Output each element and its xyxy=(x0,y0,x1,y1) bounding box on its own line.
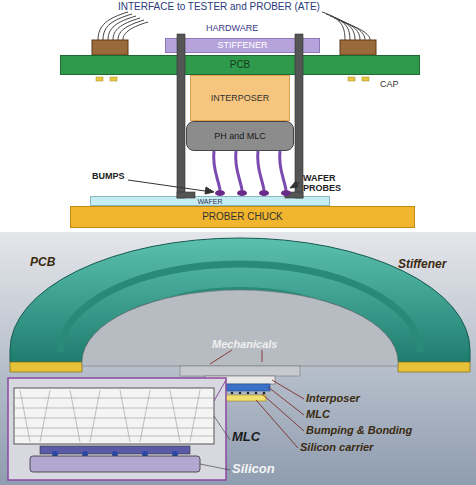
probe-head-block: PH and MLC xyxy=(186,121,294,151)
wafer-layer: WAFER xyxy=(90,196,330,206)
inset-leader xyxy=(200,464,230,470)
callout-arrows xyxy=(128,180,300,194)
prober-chuck: PROBER CHUCK xyxy=(70,206,415,228)
mechanicals xyxy=(180,366,300,376)
node-text: PCB xyxy=(230,60,251,70)
inset-silicon xyxy=(30,456,200,472)
interface-heading: INTERFACE to TESTER and PROBER (ATE) xyxy=(118,1,378,12)
node-text: STIFFENER xyxy=(217,41,267,50)
part-name: HARDWARE xyxy=(206,24,286,34)
part-name: Mechanicals xyxy=(212,338,302,350)
tester-wires xyxy=(98,12,370,40)
part-name: PCB xyxy=(30,256,90,269)
node-text: PROBER CHUCK xyxy=(202,212,283,222)
part-name: Bumping & Bonding xyxy=(306,424,466,436)
hardware-frame xyxy=(177,34,303,198)
node-text: WAFER xyxy=(197,198,222,205)
stiffener-bar: STIFFENER xyxy=(165,38,320,53)
node-text: INTERPOSER xyxy=(211,94,270,103)
inset-mlc xyxy=(14,388,214,444)
part-name: Interposer xyxy=(306,392,426,404)
interposer-block: INTERPOSER xyxy=(190,75,290,121)
connector xyxy=(340,40,376,55)
part-name: WAFER PROBES xyxy=(303,174,351,194)
part-name: Silicon xyxy=(232,462,312,476)
mechanicals xyxy=(82,290,398,366)
leader-lines xyxy=(210,265,400,448)
pcb-board: PCB xyxy=(60,55,420,75)
render-background xyxy=(0,232,476,485)
inset-leader xyxy=(214,416,230,440)
connector xyxy=(92,40,128,55)
bumps xyxy=(215,190,291,196)
node-text: PH and MLC xyxy=(214,132,266,141)
inset-frame xyxy=(8,378,226,480)
part-name: CAP xyxy=(380,80,420,90)
part-name: Silicon carrier xyxy=(300,441,460,453)
wafer-probes xyxy=(214,151,286,190)
part-name: Stiffener xyxy=(398,258,476,271)
inset-leader xyxy=(214,380,226,401)
part-name: BUMPS xyxy=(92,172,152,182)
part-name: MLC xyxy=(232,430,292,444)
inset-layers xyxy=(14,390,214,442)
part-name: MLC xyxy=(306,408,426,420)
